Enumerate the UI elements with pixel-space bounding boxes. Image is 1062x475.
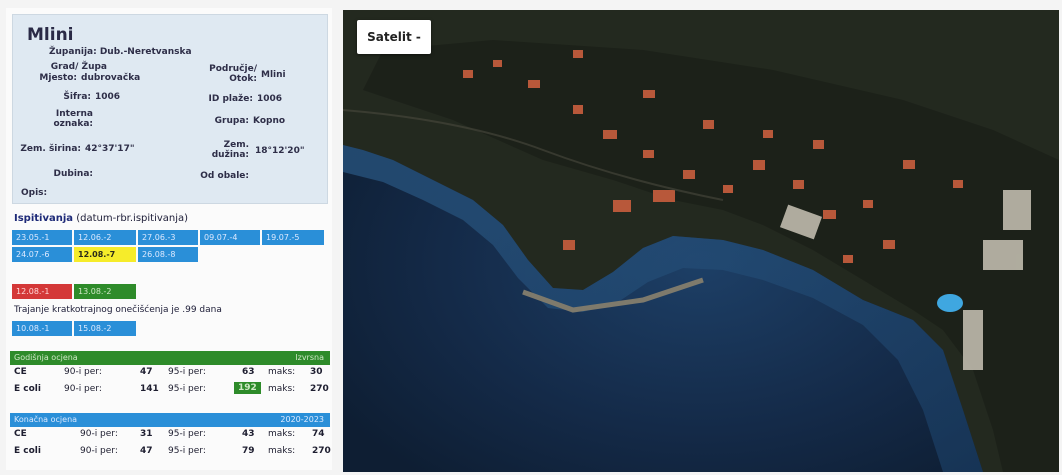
pollution-date-chip[interactable]: 13.08.-2 xyxy=(74,284,136,299)
godisnja-row-ce: CE 90-i per: 47 95-i per: 63 maks: 30 xyxy=(14,367,323,377)
idplaze-value: 1006 xyxy=(257,94,283,104)
opis-label: Opis: xyxy=(21,188,48,198)
zem-sirina-value: 42°37'17" xyxy=(85,144,135,154)
satellite-imagery xyxy=(343,10,1059,472)
grupa-value: Kopno xyxy=(253,116,286,126)
godisnja-row-ecoli: E coli 90-i per: 141 95-i per: 192 maks:… xyxy=(14,382,329,394)
satellite-map[interactable] xyxy=(343,10,1059,472)
mjesto-label: Mjesto: xyxy=(39,73,77,83)
od-obale-label: Od obale: xyxy=(200,171,249,181)
test-date-chip[interactable]: 19.07.-5 xyxy=(262,230,324,245)
dubina-label: Dubina: xyxy=(53,169,94,179)
zem-duzina-value: 18°12'20" xyxy=(255,146,305,156)
grupa-label: Grupa: xyxy=(214,116,249,126)
location-info-box: Mlini Županija: Dub.-Neretvanska Grad/ Ž… xyxy=(12,14,328,204)
interna-label: Interna oznaka: xyxy=(53,109,93,129)
grad-label: Grad/ Župa xyxy=(50,62,107,72)
test-date-chip-selected[interactable]: 12.08.-7 xyxy=(74,247,136,262)
test-date-chip[interactable]: 12.06.-2 xyxy=(74,230,136,245)
duration-date-chip[interactable]: 15.08.-2 xyxy=(74,321,136,336)
pollution-date-chip[interactable]: 12.08.-1 xyxy=(12,284,72,299)
test-date-chip[interactable]: 23.05.-1 xyxy=(12,230,72,245)
sifra-value: 1006 xyxy=(95,92,121,102)
zem-sirina-label: Zem. širina: xyxy=(20,144,81,154)
trajanje-text: Trajanje kratkotrajnog onečišćenja je .9… xyxy=(14,305,222,315)
sifra-label: Šifra: xyxy=(63,92,91,102)
test-date-chip[interactable]: 24.07.-6 xyxy=(12,247,72,262)
konacna-row-ecoli: E coli 90-i per: 47 95-i per: 79 maks: 2… xyxy=(14,446,331,456)
idplaze-label: ID plaže: xyxy=(208,94,254,104)
location-title: Mlini xyxy=(27,25,74,45)
duration-date-chip[interactable]: 10.08.-1 xyxy=(12,321,72,336)
test-date-chip[interactable]: 27.06.-3 xyxy=(138,230,198,245)
test-date-chip[interactable]: 26.08.-8 xyxy=(138,247,198,262)
beach-info-panel: Mlini Županija: Dub.-Neretvanska Grad/ Ž… xyxy=(6,8,332,470)
test-date-chip[interactable]: 09.07.-4 xyxy=(200,230,260,245)
konacna-row-ce: CE 90-i per: 31 95-i per: 43 maks: 74 xyxy=(14,429,325,439)
podrucje-value: Mlini xyxy=(261,70,286,80)
zupanija-value: Županija: Dub.-Neretvanska xyxy=(49,47,192,57)
mjesto-value: dubrovačka xyxy=(81,73,141,83)
zem-duzina-label: Zem. dužina: xyxy=(211,140,249,160)
ispitivanja-heading: Ispitivanja (datum-rbr.ispitivanja) xyxy=(14,213,189,224)
podrucje-label: Područje/ Otok: xyxy=(209,64,257,84)
satellite-view-button[interactable]: Satelit - xyxy=(357,20,431,54)
